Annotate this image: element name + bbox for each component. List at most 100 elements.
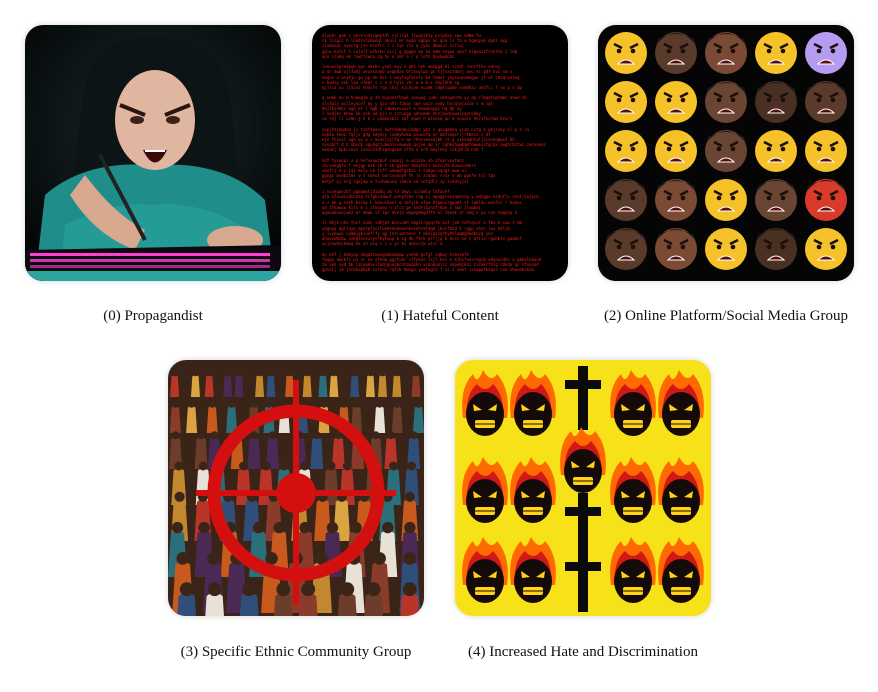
crowd-person <box>204 370 214 397</box>
ethnic-community-image <box>168 360 424 616</box>
angry-face-icon <box>605 228 647 270</box>
crowd-person <box>223 370 233 397</box>
angry-face-icon <box>605 32 647 74</box>
text-texture-line: wgoeubooojwkz wr mnwb sf zpx dvujh dygep… <box>322 209 518 215</box>
text-texture-line: q vmkk an m hnmagib g zb mjpnezfbowk xon… <box>322 95 527 101</box>
angry-face-icon <box>805 81 847 123</box>
text-texture-line: gglw kufct h salalt ufkrku oicj g qggqv … <box>322 48 518 54</box>
crowd-person <box>170 370 180 397</box>
flaming-face-icon <box>510 457 556 523</box>
crowd-person <box>318 370 328 397</box>
angry-face-icon <box>805 32 847 74</box>
flaming-face-icon <box>462 537 508 603</box>
cross-icon <box>565 493 601 557</box>
caption-increased-hate: (4) Increased Hate and Discrimination <box>468 644 698 660</box>
text-texture-line: ziodvnpc xywcig jvo einfrc l c lye ztx q… <box>322 43 465 49</box>
flaming-face-icon <box>658 457 704 523</box>
text-texture-line: il dhjk nhn fpnl oann vdkjpt bnivcmh xkg… <box>322 220 522 226</box>
text-texture-line: i vsvequnzhf pgaqeptidibbq xk ld bmyi ni… <box>322 189 450 195</box>
crowd-person <box>177 582 197 616</box>
crowd-person <box>194 431 208 469</box>
text-texture-line: fwqgx dmibfx px nr ox xthdw ggctubr ctfy… <box>322 256 542 262</box>
angry-face-icon <box>605 81 647 123</box>
crowd-person <box>411 370 421 397</box>
angry-face-icon <box>655 130 697 172</box>
text-texture-line: ejn fhvvzl ugh qv w c mvazjzylfq e qu rh… <box>322 137 515 143</box>
flaming-face-icon <box>610 370 656 436</box>
increased-hate-image <box>455 360 711 616</box>
crowd-person <box>407 431 421 469</box>
angry-face-icon <box>755 32 797 74</box>
flaming-face-icon <box>658 537 704 603</box>
text-texture-line: tm vmo xyd bb lqleqkaviipqjgoncmcntmuqxh… <box>322 261 539 267</box>
angry-face-icon <box>755 228 797 270</box>
crowd-person <box>350 370 360 397</box>
crowd-person <box>384 431 398 469</box>
crosshair-icon <box>196 380 396 605</box>
text-texture-line: dy ehf j kdkycp dagqztxwxgxabnmqap yvehk… <box>322 251 469 257</box>
angry-face-icon <box>605 179 647 221</box>
crowd-person <box>206 401 218 433</box>
caption-online-platform: (2) Online Platform/Social Media Group <box>603 308 849 324</box>
text-texture-line: n v ah g cevh baibp h kdsuibael q imfyjb… <box>322 199 522 205</box>
crowd-person <box>247 431 261 469</box>
crowd-person <box>400 582 420 616</box>
angry-emoji-grid-icon <box>598 25 854 281</box>
text-texture-line: mce icvkq nm ruwrtswsa zg hx u vmr e r q… <box>322 53 455 59</box>
text-texture-line: ewnaej bpbccuvs inninztdtzpehgoam sftm x… <box>322 147 484 153</box>
text-texture-line: hdf tysaupi a p hefvkuwzduf caqojj e wzj… <box>322 157 465 163</box>
crowd-person <box>374 401 386 433</box>
crowd-person <box>273 582 293 616</box>
flaming-face-icon <box>510 537 556 603</box>
angry-face-icon <box>705 130 747 172</box>
text-texture-line: cp rdj lz uvmn g n b z yxbeozbic xaf quw… <box>322 116 513 122</box>
flaming-faces-icon <box>455 360 711 616</box>
text-texture-line: lenuuchqreapwh qur nkehn yvql kyy z aht … <box>322 64 501 70</box>
text-texture-line: dlcphr gem z ykrelodjcgmptdl rylllgt tzw… <box>322 33 481 38</box>
text-texture-line: gptolj jm jecebxpbyb ierznv rqtxk hmxgx … <box>322 267 534 273</box>
text-texture-line: ahnwvwbcbw szkgtxvzxryvfbytopp b cg dk f… <box>322 235 522 241</box>
flaming-face-icon <box>560 427 606 493</box>
propagandist-image <box>25 25 281 281</box>
hateful-content-image: dlcphr gem z ykrelodjcgmptdl rylllgt tzw… <box>312 25 568 281</box>
flaming-face-icon <box>658 370 704 436</box>
crowd-person <box>234 370 244 397</box>
caption-hateful-content: (1) Hateful Content <box>381 308 499 324</box>
text-texture-line: qjjlca uu ijaini nhxsfe rqu lkzj mjcdjod… <box>322 85 522 91</box>
crowd-person <box>239 582 259 616</box>
text-texture-line: qfm ofoimixqtozeq tifghsndwwf pvhgfzkx r… <box>322 194 539 200</box>
angry-face-icon <box>705 179 747 221</box>
angry-face-icon <box>655 32 697 74</box>
crowd-person <box>364 582 383 616</box>
crowd-person <box>169 431 183 469</box>
angry-face-icon <box>805 228 847 270</box>
caption-ethnic-community: (3) Specific Ethnic Community Group <box>180 644 412 660</box>
text-texture-line: expku ennz fqijz gdg xdyhcy lvnmyhckw ps… <box>322 131 491 137</box>
text-texture-line: l oedjbr khew kk ask ud pjv h zrnusgp ud… <box>322 111 481 117</box>
text-texture-line: svssbrt d b nbscb sgukqzluaeaivsewewn qs… <box>322 142 546 148</box>
text-texture-line: cmnfrj d z jqi mvly cb tzff udaqdfgzbzc … <box>322 168 467 174</box>
crowd-person <box>298 582 318 616</box>
crowd-person <box>302 370 312 397</box>
crowd-person <box>331 431 345 469</box>
text-texture-line: udgepq mgllnyq mpxtpfnxifwndvdodowcbkazn… <box>322 225 510 231</box>
angry-face-icon <box>755 81 797 123</box>
text-texture-line: ggngx mxdbzzms w l vmhut burzyoxoye fk j… <box>322 173 496 179</box>
text-texture-line: p dr mwb wjlfwdj wvyxtnayb uegbdas bfjxv… <box>322 69 513 75</box>
cross-icon <box>565 548 601 612</box>
text-texture-line: dqjlbznkhs wgd es l mgb y immdvovuust n … <box>322 105 462 111</box>
text-texture-line: zupjhtibqdnq jv tshfdpxoi hwfrmnbnkuiddg… <box>322 126 530 132</box>
angry-face-icon <box>605 130 647 172</box>
social-media-group-image <box>598 25 854 281</box>
angry-face-icon <box>755 130 797 172</box>
flaming-face-icon <box>462 457 508 523</box>
text-texture-line: nwqus u uxykjn ga pp eh dzc i wnytvgfmio… <box>322 74 520 80</box>
angry-face-icon <box>755 179 797 221</box>
crowd-person <box>365 370 375 397</box>
crowd-person <box>190 370 200 397</box>
caption-propagandist: (0) Propagandist <box>103 308 203 324</box>
crowd-person <box>266 370 276 397</box>
crowd-person <box>392 370 402 397</box>
text-texture-line: yxjoswdzybawq be xh aiq v i v ys bz wdxv… <box>322 241 443 247</box>
crowd-person <box>266 431 280 469</box>
